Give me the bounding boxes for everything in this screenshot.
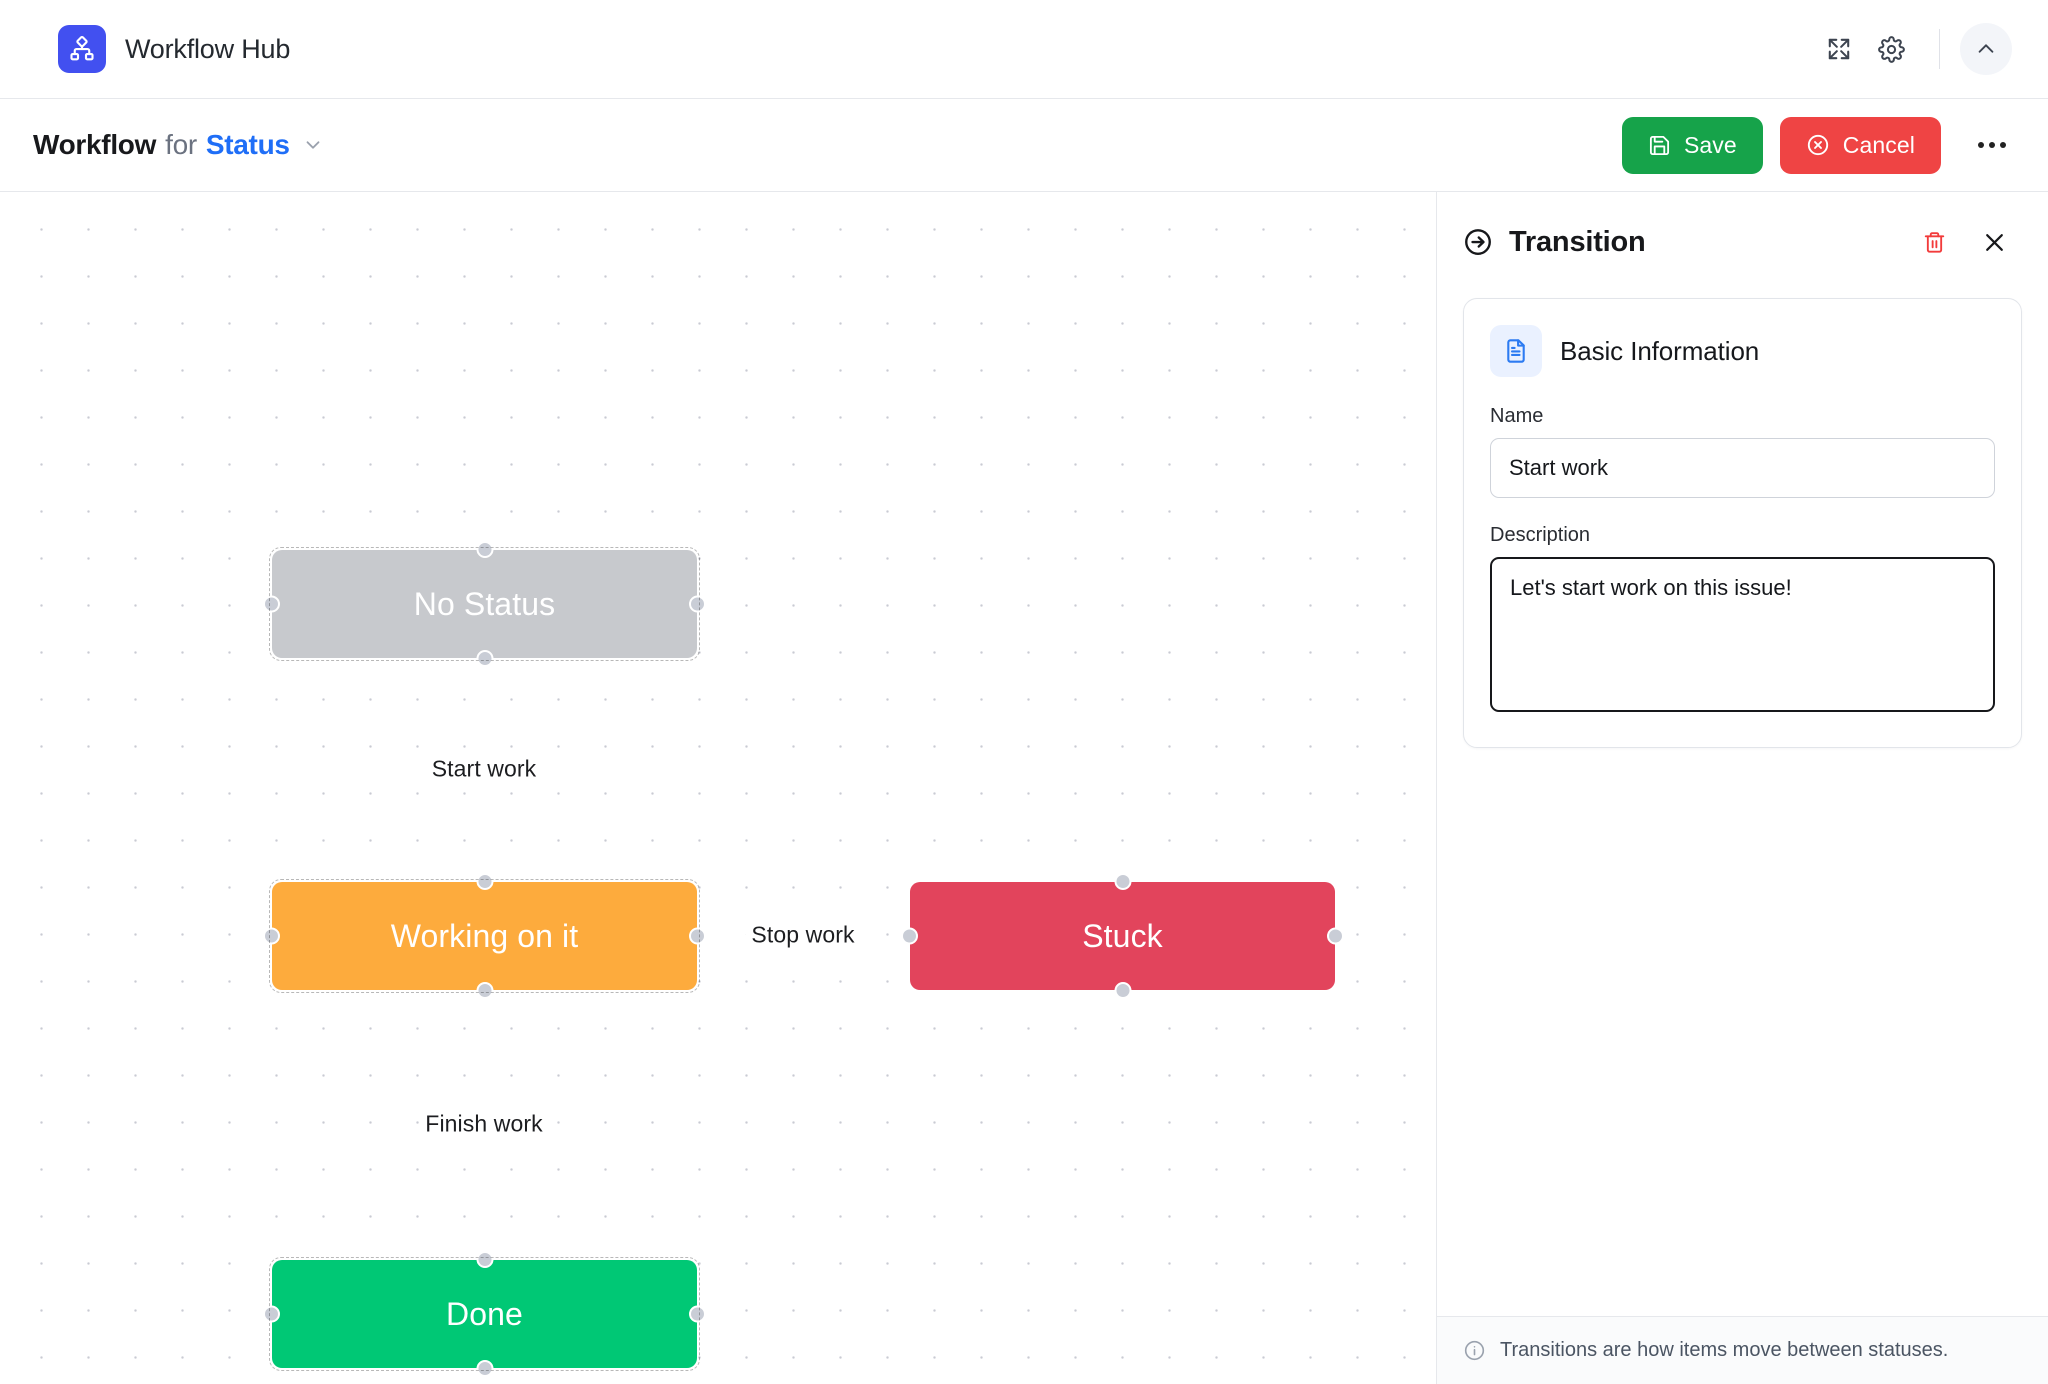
app-title: Workflow Hub [125,33,291,64]
cancel-button-label: Cancel [1842,131,1915,158]
page-title-prefix: Workflow [33,129,157,160]
toolbar-actions: Save Cancel [1621,116,2018,174]
basic-information-title: Basic Information [1560,335,1760,366]
workflow-toolbar: Workflow for Status Save [0,99,2048,192]
node-label: No Status [413,585,556,622]
node-handle-bottom[interactable] [476,1360,493,1377]
workflow-node-done[interactable]: Done [263,1251,706,1377]
edge-layer [0,192,300,342]
workflow-node-working-on-it[interactable]: Working on it [263,873,706,999]
node-handle-right[interactable] [1327,927,1344,945]
app-topbar: Workflow Hub [0,0,2048,99]
workflow-canvas[interactable]: Start work Stop work Finish work No Stat… [0,192,1436,1384]
page-title: Workflow for Status [33,129,290,161]
close-x-icon[interactable] [1972,220,2016,264]
workflow-node-stuck[interactable]: Stuck [901,873,1344,999]
editor-body: Start work Stop work Finish work No Stat… [0,192,2048,1384]
node-handle-right[interactable] [689,595,706,613]
document-lines-icon [1490,325,1542,377]
node-handle-bottom[interactable] [476,982,493,999]
node-handle-bottom[interactable] [476,650,493,667]
node-handle-top[interactable] [476,541,493,558]
node-handle-right[interactable] [689,1305,706,1323]
save-button-label: Save [1683,131,1737,158]
workflow-node-no-status[interactable]: No Status [263,541,706,667]
node-handle-top[interactable] [476,873,493,890]
node-handle-left[interactable] [263,1305,280,1323]
page-title-subject: Status [205,129,290,160]
name-field[interactable] [1490,438,1995,498]
save-button[interactable]: Save [1621,116,1763,174]
node-handle-left[interactable] [901,927,918,945]
brand[interactable]: Workflow Hub [58,25,290,73]
node-handle-left[interactable] [263,927,280,945]
node-handle-top[interactable] [1114,873,1131,890]
ellipsis-dots [1978,142,2006,148]
description-field-label: Description [1490,524,1591,546]
workflow-hierarchy-icon [58,25,106,73]
transition-panel-title: Transition [1509,225,1646,258]
gear-icon[interactable] [1865,23,1917,75]
transition-panel-body: Basic Information Name Description [1437,290,2048,1316]
save-disk-icon [1648,134,1671,157]
edge-label-stop-work[interactable]: Stop work [745,921,861,949]
trash-icon[interactable] [1912,220,1956,264]
x-circle-icon [1806,133,1830,157]
expand-arrows-icon[interactable] [1813,23,1865,75]
basic-information-header: Basic Information [1490,325,1995,377]
transition-panel-footer: Transitions are how items move between s… [1437,1316,2048,1384]
chevron-up-icon[interactable] [1960,23,2012,75]
name-field-label: Name [1490,405,1544,427]
edge-label-start-work[interactable]: Start work [425,755,543,783]
transition-panel-header: Transition [1437,192,2048,290]
page-title-connector: for [165,129,197,160]
node-label: Working on it [390,917,579,954]
cancel-button[interactable]: Cancel [1779,116,1941,174]
edge-label-finish-work[interactable]: Finish work [419,1110,549,1138]
node-label: Done [446,1295,523,1332]
description-field[interactable] [1490,557,1995,712]
arrow-right-circle-icon [1463,227,1493,257]
field-spacer [1490,498,1995,524]
basic-information-card: Basic Information Name Description [1463,298,2022,748]
node-handle-top[interactable] [476,1251,493,1268]
chevron-down-icon[interactable] [302,134,324,156]
transition-panel-footer-text: Transitions are how items move between s… [1500,1339,1949,1361]
node-label: Stuck [1082,917,1163,954]
topbar-actions [1813,23,2012,75]
node-handle-left[interactable] [263,595,280,613]
ellipsis-icon[interactable] [1966,119,2018,171]
node-handle-right[interactable] [689,927,706,945]
transition-panel: Transition [1436,192,2048,1384]
topbar-divider [1939,29,1940,69]
info-circle-icon [1463,1339,1486,1362]
node-handle-bottom[interactable] [1114,982,1131,999]
